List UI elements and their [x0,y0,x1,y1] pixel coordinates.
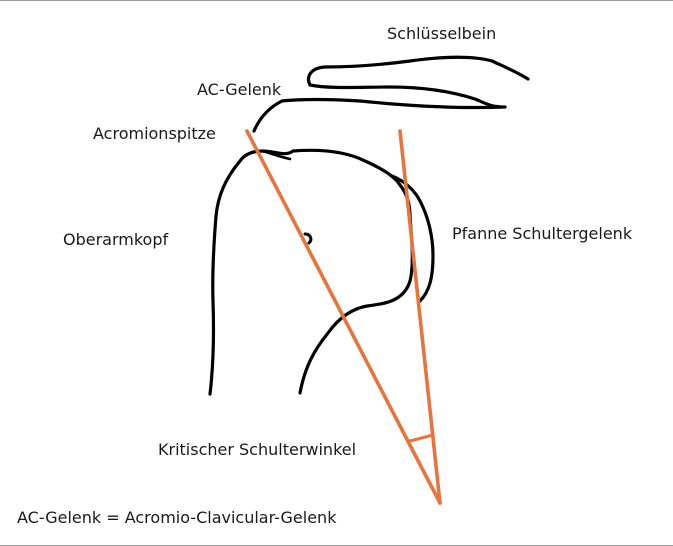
glenoid-outline [390,174,435,303]
label-glenoid: Pfanne Schultergelenk [452,224,633,243]
label-acromion-tip: Acromionspitze [93,124,216,143]
humeral-mark [303,232,313,245]
glenoid-line [398,129,442,505]
label-ac-joint: AC-Gelenk [197,80,282,99]
label-critical-angle: Kritischer Schulterwinkel [158,440,357,459]
footnote: AC-Gelenk = Acromio-Clavicular-Gelenk [17,508,337,527]
acromion-outline [252,99,284,133]
acromion-line [245,129,442,505]
subacromial-stroke [260,149,292,161]
clavicle-outline [280,55,530,110]
humeral-head-outline [208,148,414,396]
label-clavicle: Schlüsselbein [387,24,497,43]
label-humeral-head: Oberarmkopf [63,230,169,249]
angle-marker [408,433,435,443]
